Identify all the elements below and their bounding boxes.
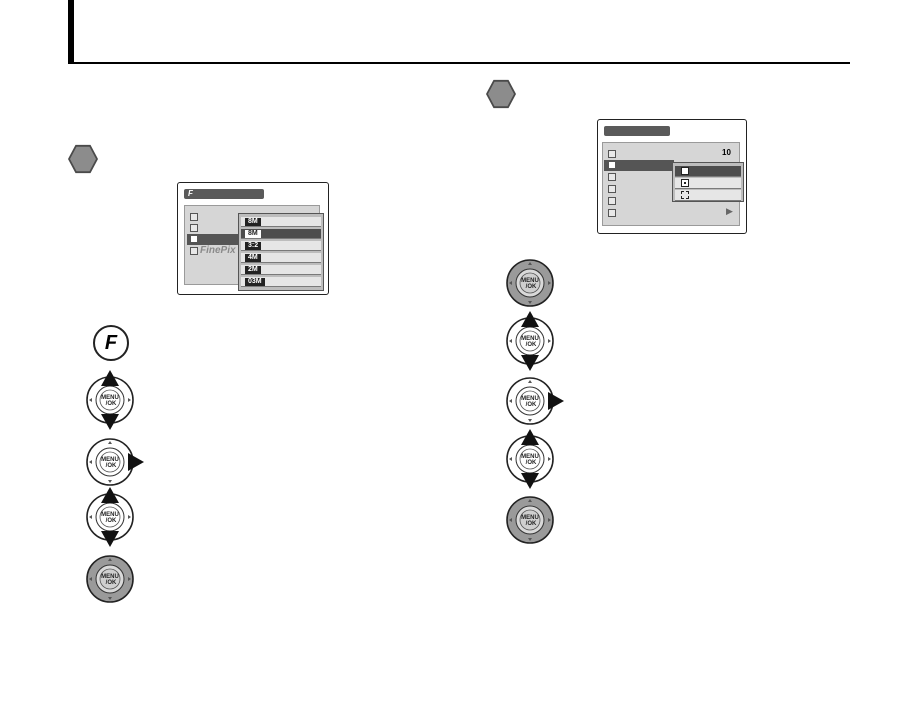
svg-text:MENU: MENU [521,515,539,521]
menu-icon [608,209,616,217]
f-mode-icon: F [188,189,193,198]
multi-metering-icon [681,167,689,175]
pad-menu-ok-press-icon: MENU/OK [84,553,136,605]
svg-text:MENU: MENU [101,512,119,518]
menu-icon [608,173,616,181]
option-row[interactable]: 8M [241,217,321,227]
svg-text:/OK: /OK [526,402,537,408]
f-button-icon: F [93,325,129,361]
menu-icon [608,150,616,158]
selected-row [187,234,239,245]
pad-up-down-icon: MENU/OK [504,429,556,489]
pad-menu-ok-press-icon: MENU/OK [504,257,556,309]
spot-metering-icon [681,179,689,187]
menu-icon [608,197,616,205]
option-average[interactable] [675,190,741,201]
page-header [68,0,850,64]
option-spot[interactable] [675,178,741,189]
camera-screen-photometry: 10 ▶ [597,119,747,234]
photometry-icon [608,161,616,169]
image-size-options: 8M 8M 3:2 4M 2M 03M [238,213,324,291]
step-hex-icon-right [488,81,514,107]
svg-text:/OK: /OK [106,518,117,524]
average-metering-icon [681,191,689,199]
menu-icon [608,185,616,193]
svg-text:MENU: MENU [101,457,119,463]
photometry-options [672,162,744,202]
svg-text:/OK: /OK [106,580,117,586]
option-row-selected[interactable]: 8M [241,229,321,239]
svg-text:/OK: /OK [526,342,537,348]
step-hex-icon-left [70,146,96,172]
pad-right-icon: MENU/OK [504,375,564,427]
svg-text:MENU: MENU [521,336,539,342]
pad-menu-ok-press-icon: MENU/OK [504,494,556,546]
svg-text:MENU: MENU [101,574,119,580]
selected-row [604,160,674,171]
option-multi[interactable] [675,166,741,177]
pad-up-down-icon: MENU/OK [84,370,136,430]
finepix-logo: FinePix [200,245,236,256]
color-icon [190,247,198,255]
option-row[interactable]: 4M [241,253,321,263]
pad-right-icon: MENU/OK [84,436,144,488]
arrow-right-icon: ▶ [726,206,733,216]
svg-text:MENU: MENU [521,278,539,284]
screen-title-bar: F [184,189,264,199]
svg-text:MENU: MENU [521,396,539,402]
value-label: 10 [722,148,731,157]
svg-text:/OK: /OK [526,521,537,527]
svg-text:/OK: /OK [526,284,537,290]
svg-text:/OK: /OK [106,401,117,407]
option-row[interactable]: 3:2 [241,241,321,251]
camera-screen-image-size: F FinePix 8M 8M 3:2 4M 2M 03M [177,182,329,295]
screen-title-bar [604,126,670,136]
svg-text:MENU: MENU [521,454,539,460]
iso-icon [190,224,198,232]
svg-text:/OK: /OK [106,463,117,469]
svg-text:MENU: MENU [101,395,119,401]
svg-text:/OK: /OK [526,460,537,466]
option-row[interactable]: 2M [241,265,321,275]
pad-up-down-icon: MENU/OK [504,311,556,371]
quality-icon [190,213,198,221]
pad-up-down-icon: MENU/OK [84,487,136,547]
option-row[interactable]: 03M [241,277,321,287]
size-icon [190,235,198,243]
